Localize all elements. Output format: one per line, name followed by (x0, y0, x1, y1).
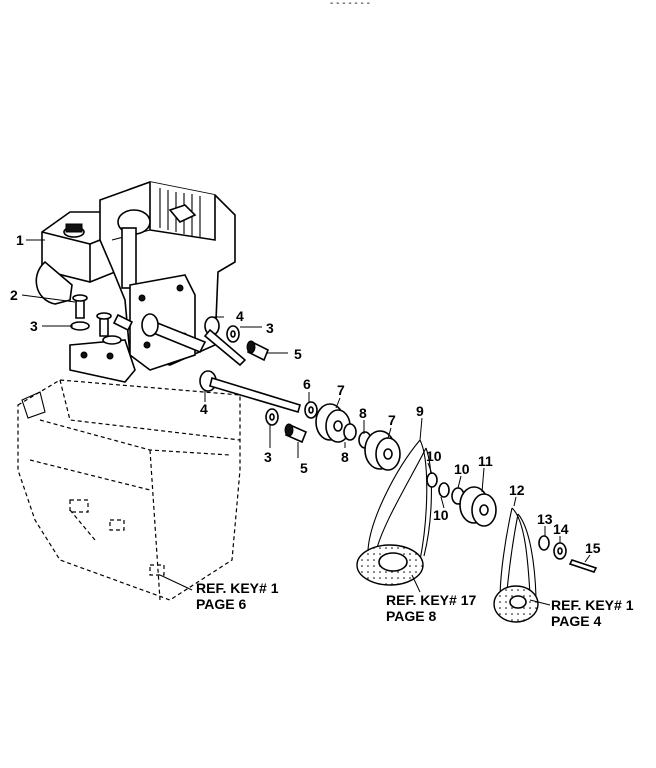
callout-6: 6 (303, 376, 311, 392)
callout-2: 2 (10, 287, 18, 303)
reference-labels: REF. KEY# 1 PAGE 6 REF. KEY# 17 PAGE 8 R… (196, 580, 634, 629)
ref-label-line1: REF. KEY# 17 (386, 592, 476, 608)
callout-8: 8 (341, 449, 349, 465)
belt-9-and-pulley (356, 439, 432, 586)
key-and-rods (199, 316, 301, 413)
callout-7: 7 (388, 412, 396, 428)
callout-4: 4 (200, 401, 208, 417)
callout-1: 1 (16, 232, 24, 248)
chassis-frame (17, 379, 241, 601)
callout-3: 3 (264, 449, 272, 465)
engine-assembly (35, 181, 236, 383)
ref-label-line1: REF. KEY# 1 (196, 580, 279, 596)
callout-10: 10 (454, 461, 470, 477)
callout-11: 11 (478, 453, 493, 469)
small-parts-13-15 (538, 535, 598, 573)
callout-14: 14 (553, 521, 569, 537)
callout-9: 9 (416, 403, 424, 419)
washers-bolts (226, 325, 308, 444)
callout-5: 5 (300, 460, 308, 476)
ref-label-line1: REF. KEY# 1 (551, 597, 634, 613)
callout-12: 12 (509, 482, 525, 498)
mounting-hardware (70, 294, 134, 345)
belt-12-and-pulley (493, 507, 539, 623)
callout-13: 13 (537, 511, 553, 527)
callout-3: 3 (30, 318, 38, 334)
callout-4: 4 (236, 308, 244, 324)
callout-10: 10 (426, 448, 442, 464)
pulley-11-stack (426, 472, 497, 527)
callout-15: 15 (585, 540, 601, 556)
header-corner-text: - - - - - - - (330, 0, 370, 9)
callout-3: 3 (266, 320, 274, 336)
callout-7: 7 (337, 382, 345, 398)
drive-pulley-stack (304, 401, 401, 471)
ref-label-line2: PAGE 4 (551, 613, 602, 629)
callout-10: 10 (433, 507, 449, 523)
callout-5: 5 (294, 346, 302, 362)
ref-label-line2: PAGE 8 (386, 608, 437, 624)
callout-8: 8 (359, 405, 367, 421)
ref-label-line2: PAGE 6 (196, 596, 247, 612)
leader-lines (21, 239, 591, 606)
callout-numbers: 1 2 3 3 3 4 4 5 5 6 7 7 8 8 9 10 10 10 1… (10, 232, 601, 556)
